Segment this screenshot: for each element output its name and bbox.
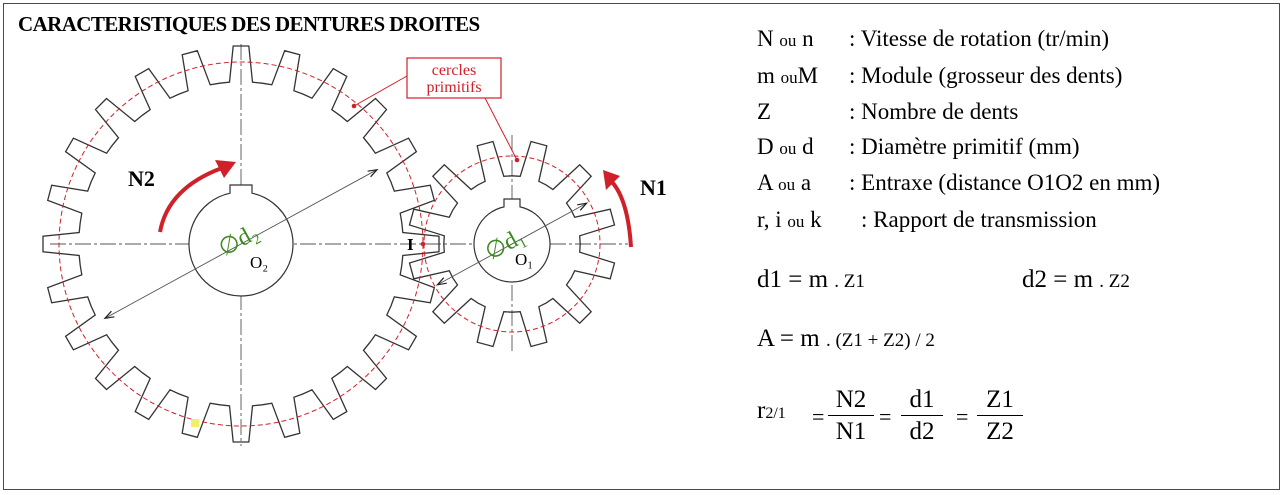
legend-symbol-a: D	[757, 133, 774, 159]
legend-symbol-b: k	[810, 206, 822, 232]
formula-a-rhs: . (Z1 + Z2) / 2	[825, 330, 935, 351]
legend-description: : Module (grosseur des dents)	[849, 62, 1123, 88]
legend-description: : Vitesse de rotation (tr/min)	[849, 26, 1110, 51]
diameter-d1-line-arrowhead	[577, 202, 589, 211]
formula-d1-lhs: d1 = m	[757, 266, 829, 293]
legend-description: : Nombre de dents	[849, 99, 1019, 124]
legend-symbol-a: r, i	[757, 206, 782, 232]
fraction-denominator: N1	[835, 418, 867, 445]
rotation-arrow-n1-head	[603, 170, 620, 190]
fraction-speed: N2 N1	[828, 385, 874, 448]
formula-d2-lhs: d2 = m	[1022, 266, 1094, 293]
legend-symbol: Z	[757, 95, 849, 130]
label-o1: O₁	[515, 250, 533, 269]
fraction-denominator: Z2	[986, 418, 1014, 445]
diameter-d1-line-arrowhead	[435, 277, 447, 286]
rotation-arrows	[158, 160, 633, 248]
fraction-teeth: Z1 Z2	[977, 385, 1023, 448]
legend-symbol-b: M	[797, 62, 819, 88]
legend-symbol-b: d	[802, 133, 814, 159]
large-gear-outline	[42, 45, 440, 443]
legend-symbol-a: Z	[757, 99, 772, 124]
legend-symbol-b: a	[800, 170, 812, 195]
pitch-circle-callout: cercles primitifs	[351, 57, 520, 163]
page-title: CARACTERISTIQUES DES DENTURES DROITES	[18, 12, 480, 36]
label-n1: N1	[640, 175, 667, 200]
small-gear-outline	[408, 140, 616, 348]
large-gear-bore	[188, 184, 294, 297]
diameter-d2-line	[104, 169, 378, 319]
ratio-subscript: 2/1	[765, 405, 786, 422]
fraction-denominator: d2	[909, 418, 935, 445]
equals-sign: =	[956, 404, 969, 429]
fraction-numerator: Z1	[977, 385, 1023, 416]
small-gear-bore	[473, 198, 551, 283]
diameter-dimensions	[103, 168, 589, 320]
legend-row: m ouM : Module (grosseur des dents)	[757, 59, 1160, 96]
legend-row: D ou d : Diamètre primitif (mm)	[757, 130, 1160, 167]
legend-symbol-b: n	[802, 26, 814, 51]
legend-ou: ou	[780, 67, 798, 87]
legend-row: A ou a : Entraxe (distance O1O2 en mm)	[757, 166, 1160, 203]
label-o2: O₂	[250, 253, 268, 272]
formula-a-lhs: A = m	[757, 325, 820, 352]
formula-d2: d2 = m . Z2	[1022, 266, 1130, 294]
legend-ou: ou	[779, 138, 797, 158]
legend-row: Z : Nombre de dents	[757, 95, 1160, 130]
formula-a: A = m . (Z1 + Z2) / 2	[757, 325, 935, 353]
callout-line-1: cercles	[432, 62, 476, 79]
diameter-d1-line	[437, 202, 587, 286]
callout-box	[406, 57, 502, 99]
legend-symbol-a: A	[757, 170, 773, 195]
contact-point-dot	[420, 241, 426, 247]
formula-d2-rhs: . Z2	[1099, 271, 1130, 292]
diameter-d2-line-arrowhead	[367, 168, 379, 178]
formula-d1: d1 = m . Z1	[757, 266, 865, 294]
symbol-legend: N ou n : Vitesse de rotation (tr/min) m …	[757, 22, 1160, 239]
legend-description: : Rapport de transmission	[861, 206, 1097, 232]
callout-dot-1	[351, 103, 357, 109]
fraction-numerator: d1	[901, 385, 943, 416]
legend-row: N ou n : Vitesse de rotation (tr/min)	[757, 22, 1160, 59]
ratio-symbol: r2/1	[757, 397, 786, 425]
fraction-diameter: d1 d2	[901, 385, 943, 448]
rotation-arrow-n1	[610, 180, 633, 248]
legend-symbol: N ou n	[757, 22, 849, 59]
legend-symbol: D ou d	[757, 130, 849, 167]
ratio-r: r	[757, 397, 766, 424]
legend-symbol: m ouM	[757, 59, 849, 96]
rotation-arrow-n2-head	[215, 160, 236, 178]
callout-dot-2	[514, 157, 520, 163]
legend-symbol-a: m	[757, 62, 775, 88]
highlight-mark	[191, 419, 199, 427]
diameter-d2-line-arrowhead	[103, 310, 115, 320]
equals-sign: =	[812, 404, 825, 429]
formula-d1-rhs: . Z1	[834, 271, 865, 292]
legend-symbol: r, i ou k	[757, 203, 861, 240]
fraction-numerator: N2	[828, 385, 874, 416]
legend-ou: ou	[787, 211, 805, 231]
label-n2: N2	[128, 166, 155, 191]
legend-symbol-a: N	[757, 26, 774, 51]
legend-ou: ou	[778, 175, 796, 194]
legend-row: r, i ou k : Rapport de transmission	[757, 203, 1160, 240]
equals-sign: =	[879, 404, 892, 429]
callout-leader-1	[353, 75, 408, 107]
callout-leader-2	[484, 97, 518, 161]
legend-symbol: A ou a	[757, 166, 849, 203]
legend-description: : Diamètre primitif (mm)	[849, 133, 1080, 159]
callout-line-2: primitifs	[426, 79, 481, 96]
label-i: I	[407, 235, 414, 254]
rotation-arrow-n2	[158, 166, 223, 233]
legend-description: : Entraxe (distance O1O2 en mm)	[849, 170, 1161, 195]
legend-ou: ou	[779, 31, 797, 50]
